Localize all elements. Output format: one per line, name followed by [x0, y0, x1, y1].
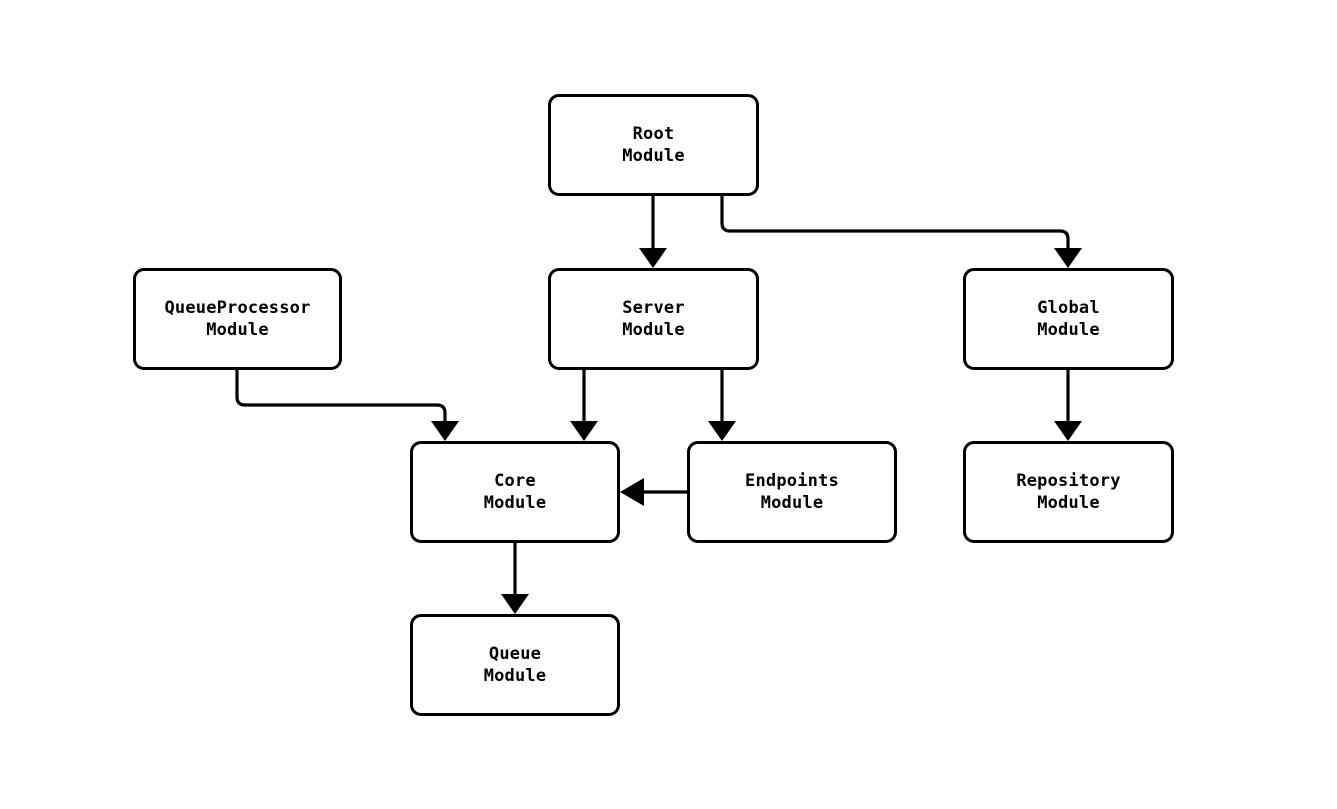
edge-global-to-repository: [1054, 370, 1082, 441]
repository-module-node[interactable]: Repository Module: [963, 441, 1174, 543]
global-module-label-line1: Global: [1037, 298, 1100, 318]
queueprocessor-module-label-line1: QueueProcessor: [164, 298, 311, 318]
root-module-label-line1: Root: [632, 124, 675, 144]
edge-server-to-core: [570, 370, 598, 441]
core-module-label-line1: Core: [494, 471, 536, 491]
core-module-node[interactable]: Core Module: [410, 441, 620, 543]
repository-module-label-line2: Module: [1037, 493, 1100, 513]
queue-module-label-line2: Module: [483, 666, 547, 686]
edge-root-to-server: [639, 196, 667, 268]
endpoints-module-node[interactable]: Endpoints Module: [687, 441, 897, 543]
edge-root-to-global: [720, 196, 1082, 268]
server-module-label-line2: Module: [622, 320, 685, 340]
server-module-label-line1: Server: [622, 298, 685, 318]
root-module-label-line2: Module: [622, 146, 685, 166]
server-module-node[interactable]: Server Module: [548, 268, 759, 370]
repository-module-label-line1: Repository: [1016, 471, 1121, 491]
endpoints-module-label-line2: Module: [760, 493, 824, 513]
queueprocessor-module-label-line2: Module: [206, 320, 269, 340]
edge-server-to-endpoints: [708, 370, 736, 441]
global-module-label-line2: Module: [1037, 320, 1100, 340]
edge-queueprocessor-to-core: [235, 370, 459, 441]
queue-module-node[interactable]: Queue Module: [410, 614, 620, 716]
queue-module-label-line1: Queue: [488, 644, 542, 664]
edge-core-to-queue: [501, 543, 529, 614]
root-module-node[interactable]: Root Module: [548, 94, 759, 196]
queueprocessor-module-node[interactable]: QueueProcessor Module: [133, 268, 342, 370]
core-module-label-line2: Module: [483, 493, 547, 513]
global-module-node[interactable]: Global Module: [963, 268, 1174, 370]
endpoints-module-label-line1: Endpoints: [745, 471, 839, 491]
edge-endpoints-to-core: [620, 478, 687, 506]
